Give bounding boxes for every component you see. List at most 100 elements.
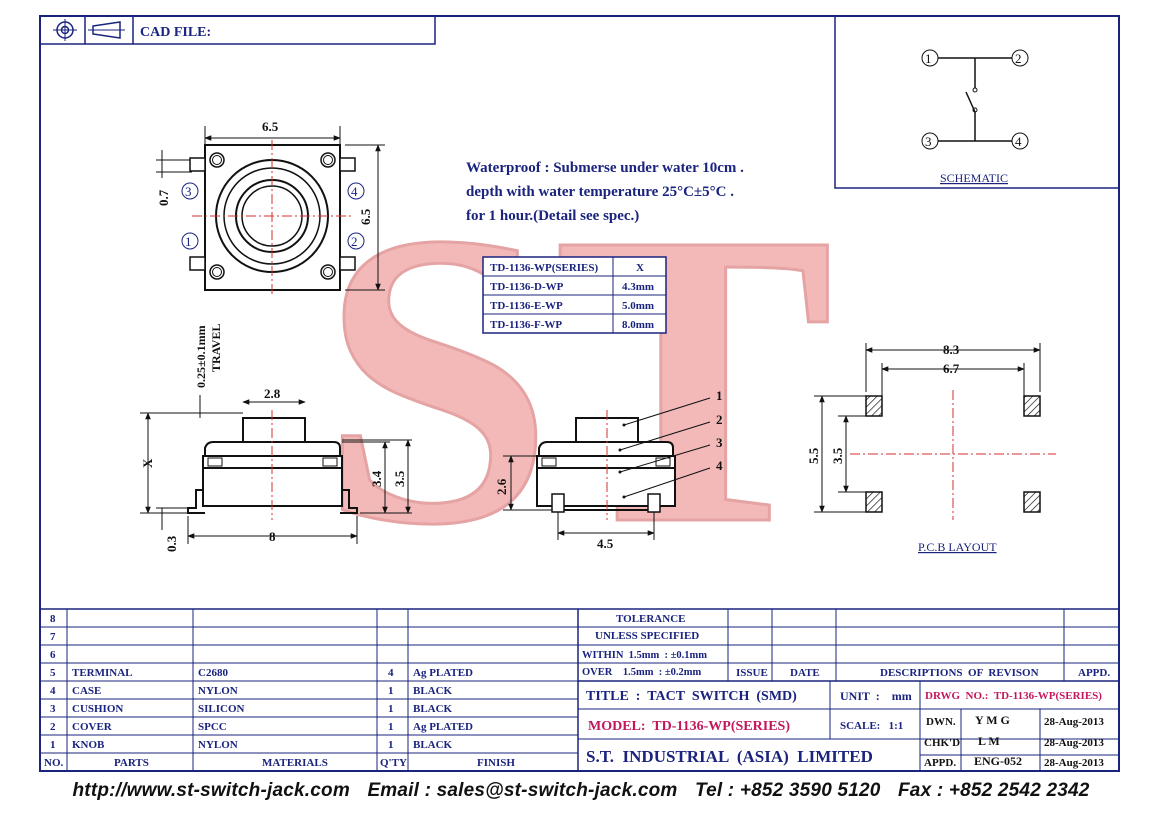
bom-material: NYLON	[198, 739, 238, 751]
bom-finish: Ag PLATED	[413, 667, 473, 679]
bom-finish: Ag PLATED	[413, 721, 473, 733]
bom-material: C2680	[198, 667, 228, 679]
callout-2: 2	[716, 412, 723, 427]
schematic-pin-1: 1	[925, 51, 932, 66]
series-header-model: TD-1136-WP(SERIES)	[490, 262, 599, 274]
waterproof-note: Waterproof : Submerse under water 10cm .…	[466, 160, 744, 224]
waterproof-line-2: depth with water temperature 25°C±5°C .	[466, 184, 734, 200]
callout-3: 3	[716, 435, 723, 450]
schematic: 1 2 3 4 SCHEMATIC	[834, 15, 1120, 189]
schematic-title: SCHEMATIC	[940, 171, 1008, 185]
bom-qty: 1	[388, 685, 394, 697]
tolerance-line-1: TOLERANCE	[616, 613, 685, 625]
schematic-pin-2: 2	[1015, 51, 1022, 66]
series-table: TD-1136-WP(SERIES) X TD-1136-D-WP 4.3mm …	[482, 256, 667, 334]
revision-appd: APPD.	[1078, 667, 1110, 679]
company-name: S.T. INDUSTRIAL (ASIA) LIMITED	[586, 747, 873, 766]
bom-qty: 1	[388, 739, 394, 751]
cad-file-header: CAD FILE:	[39, 15, 436, 45]
telephone-text: Tel : +852 3590 5120	[694, 780, 881, 801]
series-row-2-x: 5.0mm	[622, 300, 654, 312]
top-width-dim: 6.5	[262, 119, 279, 134]
top-pin-3: 3	[185, 184, 192, 199]
top-pin-4: 4	[351, 184, 358, 199]
top-pitch-dim: 0.7	[156, 189, 171, 206]
tolerance-within: WITHIN 1.5mm : ±0.1mm	[582, 650, 707, 661]
bom-qty: 1	[388, 703, 394, 715]
section-width-dim: 4.5	[597, 536, 614, 551]
dwn-date: 28-Aug-2013	[1044, 716, 1104, 728]
pcb-outer-w: 8.3	[943, 342, 960, 357]
bom-material: SILICON	[198, 703, 245, 715]
projection-cone-icon	[88, 21, 125, 39]
pcb-layout: 8.3 6.7 5.5 3.5 P.C.B LAYOUT	[806, 342, 1056, 554]
appd-name: ENG-052	[974, 754, 1022, 768]
bom-part: CUSHION	[72, 703, 123, 715]
bom-content: 8 7 6 5 TERMINAL C2680 4 Ag PLATED 4 CAS…	[44, 613, 515, 769]
email-link[interactable]: Email : sales@st-switch-jack.com	[367, 780, 678, 801]
series-row-1-x: 4.3mm	[622, 281, 654, 293]
side-dim-a: 3.4	[369, 470, 384, 487]
contact-footer: http://www.st-switch-jack.com Email : sa…	[0, 780, 1162, 802]
bom-qty: 4	[388, 667, 394, 679]
projection-circle-icon	[53, 19, 77, 41]
cad-file-label: CAD FILE:	[140, 25, 211, 40]
bom-material: NYLON	[198, 685, 238, 697]
website-link[interactable]: http://www.st-switch-jack.com	[72, 780, 350, 801]
revision-date: DATE	[790, 667, 820, 679]
series-row-3-x: 8.0mm	[622, 319, 654, 331]
bom-finish: BLACK	[413, 685, 453, 697]
chk-name: L M	[978, 734, 1000, 748]
tolerance-line-2: UNLESS SPECIFIED	[595, 630, 699, 642]
bom-no: 2	[50, 721, 56, 733]
top-view: 6.5 6.5 0.7 3 4 1 2	[156, 119, 385, 295]
bom-finish: BLACK	[413, 703, 453, 715]
schematic-pin-4: 4	[1015, 134, 1022, 149]
bom-table	[40, 608, 1119, 771]
waterproof-line-1: Waterproof : Submerse under water 10cm .	[466, 160, 744, 176]
series-row-1-model: TD-1136-D-WP	[490, 281, 564, 293]
series-header-x: X	[636, 262, 644, 274]
bom-no-7: 7	[50, 631, 56, 643]
side-base-dim: 0.3	[164, 535, 179, 552]
unit-text: UNIT : mm	[840, 689, 912, 703]
travel-label: TRAVEL	[209, 324, 223, 372]
bom-header-qty: Q'TY	[380, 757, 407, 769]
bom-material: SPCC	[198, 721, 227, 733]
bom-header-no: NO.	[44, 757, 64, 769]
chk-label: CHK'D	[924, 737, 960, 749]
side-view: 0.25±0.1mm TRAVEL 2.8 X 3.4 3.5 0.3 8	[140, 324, 412, 552]
appd-label: APPD.	[924, 757, 956, 769]
top-height-dim: 6.5	[358, 208, 373, 225]
side-height-label: X	[140, 458, 155, 468]
pcb-inner-w: 6.7	[943, 361, 960, 376]
top-pin-2: 2	[351, 234, 358, 249]
section-height-dim: 2.6	[494, 478, 509, 495]
dwn-label: DWN.	[926, 716, 956, 728]
title-text: TITLE : TACT SWITCH (SMD)	[586, 689, 797, 704]
bom-part: COVER	[72, 721, 113, 733]
bom-no: 4	[50, 685, 56, 697]
watermark-text: ST	[320, 146, 834, 611]
series-row-2-model: TD-1136-E-WP	[490, 300, 563, 312]
bom-no-8: 8	[50, 613, 56, 625]
appd-date: 28-Aug-2013	[1044, 757, 1104, 769]
callout-4: 4	[716, 458, 723, 473]
bom-no: 1	[50, 739, 56, 751]
series-row-3-model: TD-1136-F-WP	[490, 319, 562, 331]
section-view: 1 2 3 4 2.6 4.5	[494, 388, 723, 551]
bom-no: 3	[50, 703, 56, 715]
bom-no-6: 6	[50, 649, 56, 661]
travel-dim: 0.25±0.1mm	[194, 325, 208, 388]
bom-finish: BLACK	[413, 739, 453, 751]
tolerance-over: OVER 1.5mm : ±0.2mm	[582, 667, 701, 678]
side-dim-b: 3.5	[392, 470, 407, 487]
pcb-inner-h: 3.5	[830, 447, 845, 464]
waterproof-line-3: for 1 hour.(Detail see spec.)	[466, 208, 639, 224]
bom-part: KNOB	[72, 739, 105, 751]
bom-qty: 1	[388, 721, 394, 733]
title-block: TOLERANCE UNLESS SPECIFIED WITHIN 1.5mm …	[582, 613, 1110, 769]
scale-text: SCALE: 1:1	[840, 720, 903, 732]
pcb-title: P.C.B LAYOUT	[918, 540, 997, 554]
